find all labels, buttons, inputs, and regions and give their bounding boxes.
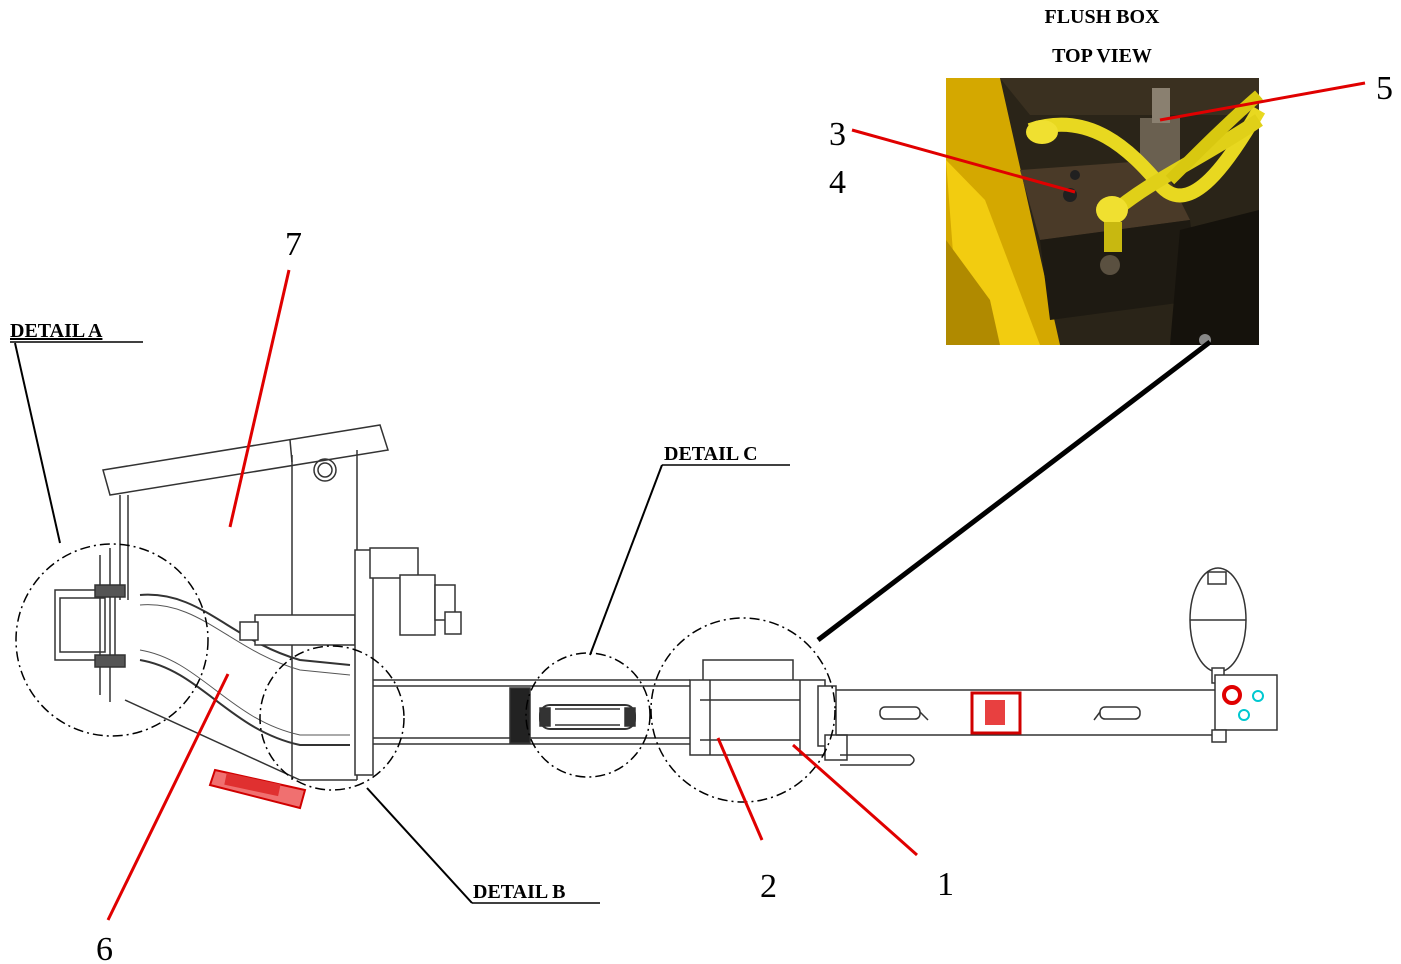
callout-2: 2 [760,868,777,905]
detail-a-label: DETAIL A [10,320,103,342]
callout-4: 4 [829,164,846,201]
callout-6: 6 [96,931,113,964]
callout-1: 1 [937,866,954,903]
flush-box-photo [946,78,1266,346]
detail-c-circle [525,652,651,778]
photo-leader-line [816,340,1212,642]
detail-circles [15,543,836,803]
red-components [208,685,1264,810]
callout-lines [106,81,1366,921]
detail-leaders [14,342,663,904]
detail-b-label: DETAIL B [473,881,565,903]
main-assembly [54,424,1278,781]
flush-box-circle [650,617,836,803]
callout-7: 7 [285,226,302,263]
detail-a-circle [15,543,209,737]
callout-5: 5 [1376,70,1393,107]
callout-3: 3 [829,116,846,153]
detail-c-label: DETAIL C [664,443,758,465]
detail-b-circle [259,645,405,791]
photo-title-line2: TOP VIEW [1052,45,1152,67]
photo-title-line1: FLUSH BOX [1044,6,1160,28]
